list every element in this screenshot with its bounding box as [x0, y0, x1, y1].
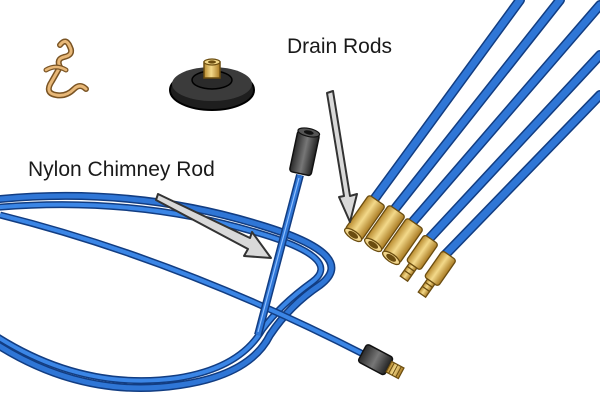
nylon-rod-arrow-icon [155, 193, 272, 259]
rubber-plunger-disc-icon [169, 58, 255, 111]
drain-rods-arrow-icon [326, 90, 358, 223]
drain-rods-label: Drain Rods [287, 35, 393, 58]
nylon-chimney-rod-label: Nylon Chimney Rod [28, 158, 215, 181]
corkscrew-attachment-icon [43, 38, 89, 99]
drain-rods-icon [343, 0, 600, 299]
